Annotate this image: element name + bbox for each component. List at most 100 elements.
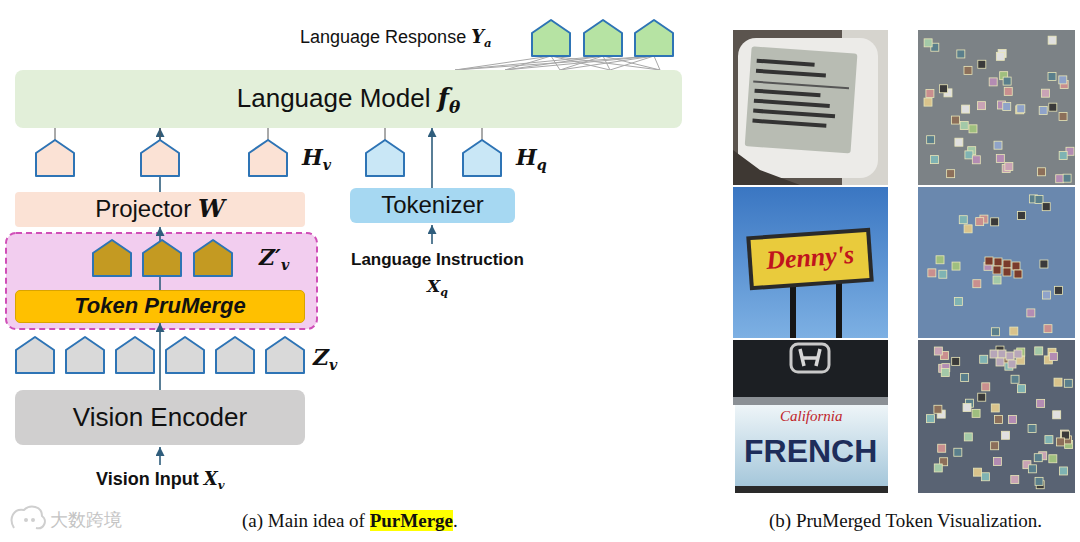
token-square (993, 458, 1001, 466)
token-square (991, 442, 999, 450)
token-square (1035, 347, 1043, 355)
viz-panel (918, 30, 1075, 185)
plate-frame (735, 486, 888, 493)
math-subscript: v (329, 357, 337, 373)
token-square (990, 350, 998, 358)
screen-line (752, 119, 826, 128)
token-square (972, 156, 980, 164)
token-square (972, 409, 980, 417)
token-square (1056, 175, 1064, 183)
token-square (1001, 431, 1009, 439)
token-square (1034, 454, 1042, 462)
feed-line (385, 128, 386, 140)
math-letter: H (302, 144, 323, 170)
screen-line (753, 81, 849, 90)
fan-line (505, 56, 654, 70)
token-square (1056, 438, 1064, 446)
token-square (1064, 379, 1072, 387)
token-square (1003, 260, 1011, 268)
token-square (1039, 107, 1047, 115)
math-letter: X (427, 276, 440, 296)
token-square (978, 393, 986, 401)
caption-part: (a) Main idea of (242, 510, 370, 531)
token-square (1049, 455, 1057, 463)
token-square (964, 66, 972, 74)
feed-line (268, 128, 269, 140)
token-square (938, 444, 946, 452)
token-square (1054, 378, 1062, 386)
token-square (1003, 77, 1011, 85)
token-square (1017, 105, 1025, 113)
token-square (1061, 430, 1069, 438)
pruning-region: Z′vToken PruMerge (5, 232, 318, 330)
screen-line (756, 69, 826, 78)
token-square (985, 257, 993, 265)
sign-text: Denny's (765, 239, 855, 276)
tokenizer-box: Tokenizer (350, 188, 515, 223)
box-label: Token PruMerge (74, 293, 246, 319)
prumerge-box: Token PruMerge (15, 290, 305, 323)
token-square (1048, 72, 1056, 80)
watch-screen (745, 46, 858, 153)
token-square (1035, 196, 1043, 204)
photo-ground (733, 30, 888, 185)
encoder-box: Vision Encoder (15, 390, 305, 445)
token-square (962, 105, 970, 113)
plate-text: California (780, 407, 843, 425)
token-square (1042, 203, 1050, 211)
token-square (941, 369, 949, 377)
token-square (924, 39, 932, 47)
token-square (980, 355, 988, 363)
token-square (1003, 268, 1011, 276)
token-square (1059, 112, 1067, 120)
merged-token (194, 240, 232, 276)
text-part: Language Instruction (351, 250, 524, 269)
text-part: Projector (95, 195, 198, 222)
math-subscript: q (440, 286, 448, 299)
token-label: Hq (516, 144, 547, 171)
region-label: Z′v (259, 244, 289, 271)
input-arrow (159, 447, 161, 465)
token-square (994, 258, 1002, 266)
token-square (1028, 465, 1036, 473)
token-square (1011, 476, 1019, 484)
plate-text: FRENCH (744, 432, 877, 470)
feed-lines (55, 128, 482, 140)
token-square (1012, 262, 1020, 270)
math-symbol: W (198, 194, 225, 223)
token-square (947, 170, 955, 178)
visual-token (141, 140, 179, 176)
vision-token (66, 337, 104, 373)
token-square (934, 347, 942, 355)
token-square (991, 218, 999, 226)
token-square (978, 60, 986, 68)
text-part: Language Model (237, 83, 438, 113)
token-square (928, 269, 936, 277)
text-part: Vision Input (96, 469, 204, 489)
caption-part: . (453, 510, 458, 531)
token-square (1063, 174, 1071, 182)
input-arrow (431, 225, 433, 244)
token-square (954, 297, 962, 305)
response-token (584, 20, 622, 56)
token-square (1049, 352, 1057, 360)
caption-highlight: PurMerge (370, 510, 453, 531)
math-subscript: v (281, 257, 289, 273)
token-square (1042, 291, 1050, 299)
math-letter: f (438, 83, 449, 113)
token-square (1018, 385, 1026, 393)
fan-line (455, 56, 654, 70)
viz-panel (918, 340, 1075, 493)
logo-ring (791, 344, 829, 372)
text-token (366, 140, 404, 176)
token-square (1004, 87, 1012, 95)
token-square (1035, 477, 1043, 485)
sign-pole (836, 280, 842, 338)
watermark-logo (12, 507, 45, 529)
token-square (952, 262, 960, 270)
token-square (1045, 436, 1053, 444)
token-square (960, 122, 968, 130)
sign (746, 228, 873, 291)
feed-line (160, 128, 161, 140)
